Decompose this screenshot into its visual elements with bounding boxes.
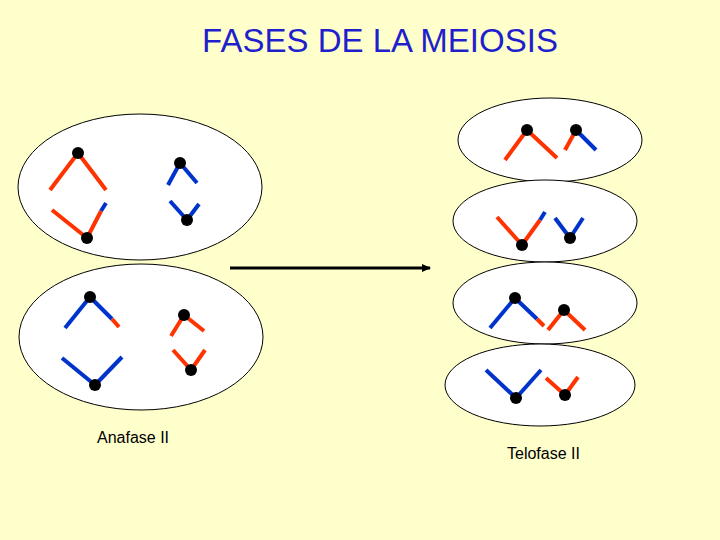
phase-label: Telofase II xyxy=(507,445,580,463)
centromere xyxy=(174,157,186,169)
centromere xyxy=(181,214,193,226)
cell xyxy=(18,114,262,260)
centromere xyxy=(84,291,96,303)
centromere xyxy=(81,232,93,244)
centromere xyxy=(509,292,521,304)
chromatid xyxy=(486,370,516,398)
chromatid-segment xyxy=(112,319,119,327)
centromere xyxy=(72,147,84,159)
centromere xyxy=(89,379,101,391)
cell xyxy=(19,264,263,410)
chromatid xyxy=(527,130,557,158)
arrow xyxy=(230,267,430,270)
chromatid xyxy=(50,153,78,190)
chromatid-segment xyxy=(101,203,106,211)
phase-label: Anafase II xyxy=(97,429,169,447)
centromere xyxy=(558,304,570,316)
cell xyxy=(453,262,637,344)
centromere xyxy=(516,239,528,251)
chromatid-segment xyxy=(537,319,544,326)
chromatid-segment xyxy=(540,212,545,220)
centromere xyxy=(521,124,533,136)
centromere xyxy=(510,392,522,404)
centromere xyxy=(178,309,190,321)
centromere xyxy=(564,232,576,244)
chromatid xyxy=(52,210,87,238)
cell xyxy=(453,180,637,262)
cell xyxy=(458,98,642,182)
chromatid xyxy=(62,358,95,385)
centromere xyxy=(559,389,571,401)
centromere xyxy=(570,124,582,136)
chromatid xyxy=(78,153,106,190)
centromere xyxy=(185,364,197,376)
slide-title: FASES DE LA MEIOSIS xyxy=(0,22,720,60)
cell xyxy=(445,344,635,426)
